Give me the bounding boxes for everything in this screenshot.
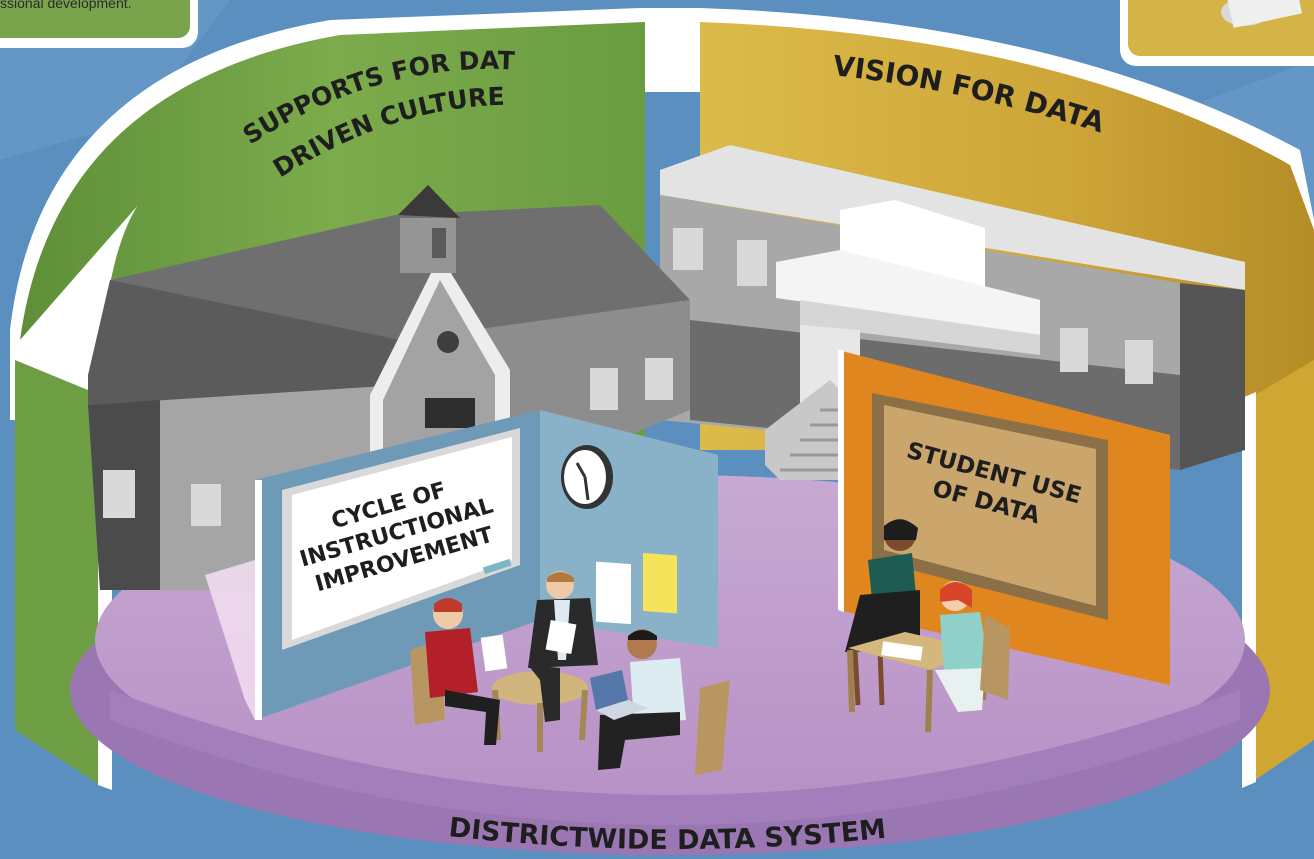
tooltip-left-text: ssional development. bbox=[0, 0, 132, 11]
posted-note bbox=[596, 561, 631, 625]
person-icon bbox=[935, 581, 990, 712]
floor-front-band bbox=[110, 690, 1240, 825]
cycle-board bbox=[205, 410, 718, 720]
tooltip-card-left[interactable]: ssional development. bbox=[0, 0, 198, 48]
student-group bbox=[845, 519, 1010, 733]
clock-icon bbox=[561, 445, 613, 509]
person-icon bbox=[845, 519, 920, 706]
meeting-group bbox=[410, 571, 730, 775]
posted-note bbox=[643, 552, 677, 614]
document-icon bbox=[1221, 0, 1303, 28]
person-icon bbox=[425, 598, 508, 745]
person-icon bbox=[528, 571, 598, 722]
laptop-icon bbox=[590, 670, 648, 720]
vision-panel-side bbox=[1255, 360, 1314, 780]
tooltip-card-right[interactable] bbox=[1120, 0, 1314, 66]
student-board bbox=[838, 350, 1170, 685]
